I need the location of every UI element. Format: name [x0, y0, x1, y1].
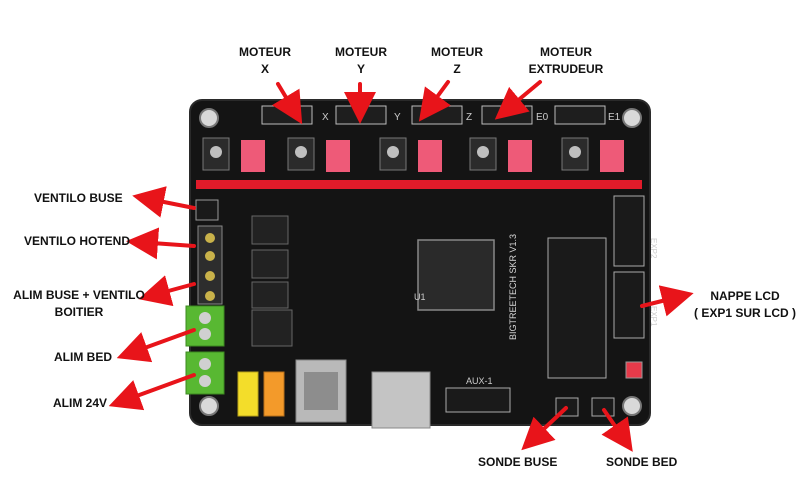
- header-label-x: X: [322, 112, 329, 123]
- label-nappe-lcd: NAPPE LCD ( EXP1 SUR LCD ): [693, 289, 796, 320]
- arrow-alim-24v: [108, 373, 196, 411]
- motor-connector-e1: [554, 105, 606, 125]
- fan-header-nozzle: [195, 199, 219, 221]
- label-moteur-extrudeur: MOTEUR EXTRUDEUR: [528, 45, 604, 76]
- stepper-drivers: [202, 137, 624, 172]
- terminal-screw: [199, 375, 211, 387]
- screw-terminal: [205, 271, 215, 281]
- label-ventilo-buse: VENTILO BUSE: [34, 191, 123, 205]
- exp1-label: EXP1: [649, 306, 658, 327]
- arrow-sonde-bed: [601, 408, 633, 452]
- mounting-hole: [622, 108, 642, 128]
- label-moteur-z: MOTEUR Z: [431, 45, 483, 76]
- mounting-hole: [199, 108, 219, 128]
- driver-jumper-header: [418, 140, 442, 172]
- usb-port-inner: [304, 372, 338, 410]
- screw-terminal: [205, 291, 215, 301]
- arrow-moteur-x: [271, 82, 303, 125]
- mounting-hole: [199, 396, 219, 416]
- driver-potentiometer: [387, 146, 399, 158]
- driver-strip: [196, 180, 642, 189]
- screw-terminal: [205, 251, 215, 261]
- header-label-e1: E1: [608, 112, 621, 123]
- aux1-label: AUX-1: [466, 376, 493, 386]
- mosfet: [251, 249, 289, 279]
- driver-jumper-header: [241, 140, 265, 172]
- driver-jumper-header: [600, 140, 624, 172]
- driver-potentiometer: [295, 146, 307, 158]
- terminal-screw: [199, 328, 211, 340]
- arrows: [108, 80, 694, 452]
- board-model: BIGTREETECH SKR V1.3: [508, 234, 518, 340]
- motor-connector-z: [411, 105, 463, 125]
- label-moteur-y: MOTEUR Y: [335, 45, 387, 76]
- reset-button: [625, 361, 643, 379]
- mosfet: [251, 281, 289, 309]
- fuse: [263, 371, 285, 417]
- header-label-z: Z: [466, 112, 472, 123]
- driver-potentiometer: [210, 146, 222, 158]
- terminal-screw: [199, 312, 211, 324]
- arrow-nappe-lcd: [640, 285, 694, 317]
- fuse: [237, 371, 259, 417]
- probe-connector-bed: [591, 397, 615, 417]
- exp1-connector: [613, 271, 645, 339]
- mosfet-bed: [251, 309, 293, 347]
- driver-potentiometer: [477, 146, 489, 158]
- label-moteur-x: MOTEUR X: [239, 45, 291, 76]
- arrow-sonde-buse: [521, 406, 568, 451]
- arrow-moteur-extrudeur: [494, 80, 542, 120]
- mosfet: [251, 215, 289, 245]
- label-ventilo-hotend: VENTILO HOTEND: [24, 234, 131, 248]
- arrow-moteur-z: [418, 80, 451, 122]
- mcu-chip: [417, 239, 495, 311]
- terminal-screw: [199, 358, 211, 370]
- label-alim-24v: ALIM 24V: [53, 396, 108, 410]
- arrow-ventilo-buse: [132, 186, 196, 218]
- arrow-alim-buse-ventilo: [138, 275, 196, 307]
- sd-card-slot: [371, 371, 431, 429]
- label-alim-bed: ALIM BED: [54, 350, 112, 364]
- label-sonde-bed: SONDE BED: [606, 455, 678, 469]
- header-label-e0: E0: [536, 112, 549, 123]
- mounting-hole: [622, 396, 642, 416]
- chip-label: U1: [414, 292, 426, 302]
- label-alim-buse-ventilo: ALIM BUSE + VENTILO BOITIER: [13, 288, 145, 319]
- motor-connector-x: [261, 105, 313, 125]
- header-label-y: Y: [394, 112, 401, 123]
- exp2-label: EXP2: [649, 238, 658, 259]
- driver-potentiometer: [569, 146, 581, 158]
- driver-jumper-header: [508, 140, 532, 172]
- arrow-ventilo-hotend: [126, 227, 196, 260]
- arrow-alim-bed: [116, 328, 196, 363]
- aux1-connector: [445, 387, 511, 413]
- endstop-connectors: [547, 237, 607, 379]
- driver-jumper-header: [326, 140, 350, 172]
- screw-terminal: [205, 233, 215, 243]
- label-sonde-buse: SONDE BUSE: [478, 455, 558, 469]
- exp2-connector: [613, 195, 645, 267]
